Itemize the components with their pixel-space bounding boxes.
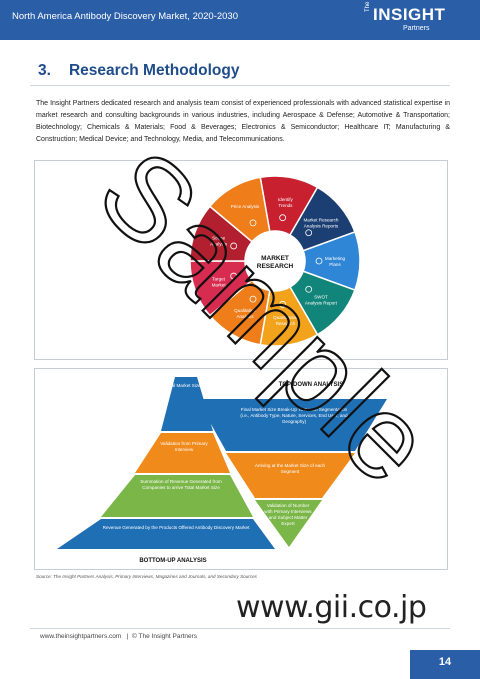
section-number: 3. — [38, 62, 51, 79]
page-header: North America Antibody Discovery Market,… — [0, 0, 480, 40]
bottom-up-row-1 — [161, 377, 213, 431]
wheel-segment-label: SWOT — [314, 295, 328, 300]
wheel-segment-label: Analysis — [210, 241, 228, 246]
footer-copyright: © The Insight Partners — [132, 633, 198, 640]
wheel-segment-label: Quantitative — [273, 315, 298, 320]
wheel-center-label: RESEARCH — [257, 263, 294, 270]
top-down-text-2: Arriving at the Market Size of each Segm… — [254, 463, 326, 474]
wheel-segment — [259, 285, 319, 347]
source-note: Source: The Insight Partners Analysis, P… — [36, 574, 257, 579]
wheel-segment-label: Trends — [278, 203, 293, 208]
watermark-url: www.gii.co.jp — [236, 590, 427, 625]
top-down-row-2 — [226, 453, 355, 498]
section-heading: 3. Research Methodology — [38, 62, 257, 80]
top-down-row-1 — [197, 399, 387, 451]
wheel-segment-label: Research — [276, 321, 296, 326]
wheel-segment-label: Qualitative — [234, 308, 256, 313]
wheel-segment-label: Identify — [278, 197, 294, 202]
top-down-label: TOP-DOWN ANALYSIS — [279, 382, 343, 388]
wheel-segment-label: Analysis Report — [305, 301, 338, 306]
segment-icon — [230, 272, 238, 280]
bottom-up-row-4 — [57, 519, 275, 549]
top-down-text-1: Final Market Size Break-Up To Reach Segm… — [240, 407, 348, 424]
section-title: Research Methodology — [68, 62, 240, 79]
insight-partners-logo: The INSIGHT Partners — [365, 1, 446, 32]
page-footer: www.theinsightpartners.com | © The Insig… — [40, 633, 197, 640]
segment-icon — [305, 285, 313, 293]
bottom-up-row-2 — [135, 433, 230, 473]
bottom-up-text-1: Final Market Size — [165, 383, 201, 388]
top-down-row-3 — [255, 500, 322, 547]
wheel-segment — [302, 230, 361, 292]
page-number: 14 — [410, 650, 480, 679]
segment-icon — [279, 300, 287, 308]
wheel-segment — [259, 175, 319, 237]
bottom-up-label: BOTTOM-UP ANALYSIS — [139, 558, 206, 564]
wheel-center-label: MARKET — [261, 255, 289, 262]
segment-icon — [279, 214, 287, 222]
wheel-segment-label: Price Analysis — [231, 204, 260, 209]
segment-icon — [249, 295, 257, 303]
wheel-segment-label: Plans — [329, 262, 341, 267]
wheel-center — [246, 232, 304, 290]
bottom-up-text-3: Summation of Revenue Generated from Comp… — [140, 479, 222, 490]
intro-paragraph: The Insight Partners dedicated research … — [36, 100, 450, 143]
segment-icon — [305, 229, 313, 237]
wheel-segment-label: Analysis — [236, 314, 254, 319]
wheel-segment-label: Marketing — [325, 256, 346, 261]
wheel-segment-label: Analysis Reports — [304, 223, 339, 228]
wheel-segment-label: Market — [212, 283, 227, 288]
footer-website[interactable]: www.theinsightpartners.com — [40, 633, 122, 640]
segment-icon — [230, 242, 238, 250]
report-title: North America Antibody Discovery Market,… — [12, 11, 238, 22]
segment-icon — [315, 257, 323, 265]
analysis-pyramid: TOP-DOWN ANALYSIS BOTTOM-UP ANALYSIS Fin… — [57, 377, 387, 564]
top-down-text-3: Validation of Number with Primary Interv… — [264, 503, 312, 526]
footer-separator: | — [126, 633, 129, 640]
divider — [30, 85, 450, 86]
top-down-bottom-up-box: TOP-DOWN ANALYSIS BOTTOM-UP ANALYSIS Fin… — [34, 368, 448, 570]
wheel-segment-label: Target — [212, 277, 225, 282]
wheel-segment-label: Scope — [212, 235, 225, 240]
bottom-up-row-3 — [101, 475, 253, 517]
bottom-up-text-2: Validation from Primary Interview — [160, 441, 208, 452]
segment-icon — [249, 219, 257, 227]
footer-divider — [30, 628, 450, 629]
bottom-up-text-4: Revenue Generated by the Products Offere… — [102, 525, 250, 530]
wheel-segment-label: Market Research — [303, 217, 338, 222]
